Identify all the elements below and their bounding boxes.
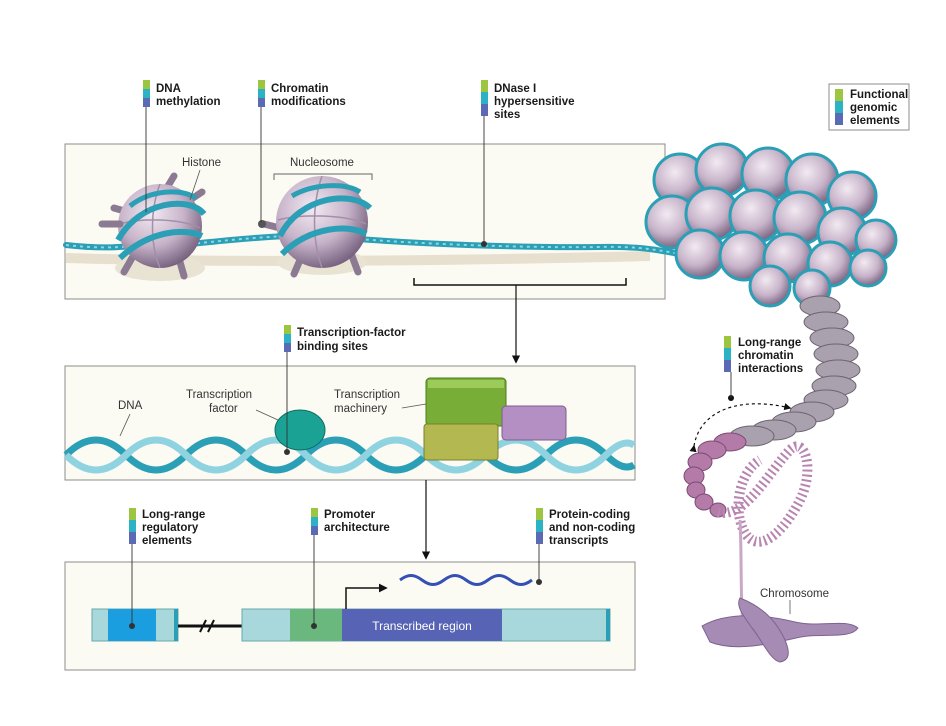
chromosome-label: Chromosome [760,588,829,600]
tag-promoter-l2: architecture [324,522,390,534]
chromatin-fiber-pink [683,432,747,518]
legend-line2: genomic [850,102,898,114]
tag-dnase: DNase I hypersensitive sites [481,80,575,247]
panel-chromatin: Nucleosome Histone [63,143,703,364]
chromatin-fiber: Chromosome [644,142,898,663]
tag-dna-methylation-l2: methylation [156,96,221,108]
tag-transcripts: Protein-coding and non-coding transcript… [536,508,635,585]
tag-transcripts-l2: and non-coding [549,522,635,534]
tag-transcripts-l3: transcripts [549,535,608,547]
regulatory-element-block [91,608,179,642]
machinery-label-line2: machinery [334,403,387,415]
tag-promoter: Promoter architecture [311,508,390,629]
tag-lri-l2: chromatin [738,350,794,362]
machinery-label-line1: Transcription [334,389,400,401]
tag-chromatin-mod-l2: modifications [271,96,346,108]
tag-transcripts-l1: Protein-coding [549,509,630,521]
tag-chromatin-modifications: Chromatin modifications [258,80,346,222]
tag-lri-l1: Long-range [738,337,801,349]
transcription-factor-shape [274,409,326,451]
dna-double-helix [63,436,636,474]
condensed-chromatin [644,142,898,308]
panel-gene: Transcribed region [64,561,636,671]
panel-transcription: DNA Transcription factor Transcription m… [63,365,636,560]
tag-tf-binding-l1: Transcription-factor [297,327,406,339]
tag-tf-binding-l2: binding sites [297,341,368,353]
tag-lrr-l1: Long-range [142,509,205,521]
tf-label-line2: factor [209,403,238,415]
tag-promoter-l1: Promoter [324,509,376,521]
tag-lri-l3: interactions [738,363,803,375]
tag-dnase-l2: hypersensitive [494,96,575,108]
nucleosome-label: Nucleosome [290,157,354,169]
tag-lrr-l2: regulatory [142,522,199,534]
tag-long-range-regulatory: Long-range regulatory elements [129,508,205,629]
tag-dnase-l3: sites [494,109,520,121]
tag-long-range-interactions: Long-range chromatin interactions [724,336,803,398]
tag-dnase-l1: DNase I [494,83,536,95]
rna-transcript [399,574,533,586]
chromatin-fiber-segment [729,295,861,447]
tag-tf-binding: Transcription-factor binding sites [284,325,406,455]
transcribed-region-label: Transcribed region [372,619,472,633]
bead-string [716,441,813,547]
legend-line1: Functional [850,89,908,101]
tag-dna-methylation: DNA methylation [143,80,221,212]
tag-dna-methylation-l1: DNA [156,83,181,95]
dna-label: DNA [118,400,143,412]
nucleosome-1 [98,172,207,280]
legend-line3: elements [850,115,900,127]
legend: Functional genomic elements [828,83,910,131]
gene-block [241,608,611,642]
transcription-machinery-shapes [423,377,567,461]
tag-chromatin-mod-l1: Chromatin [271,83,329,95]
nucleosome-2 [258,175,373,278]
break-marks [199,619,215,633]
tf-label-line1: Transcription [186,389,252,401]
chromosome [701,597,859,663]
tag-lrr-l3: elements [142,535,192,547]
tss-arrow [345,583,388,609]
histone-label: Histone [182,157,221,169]
